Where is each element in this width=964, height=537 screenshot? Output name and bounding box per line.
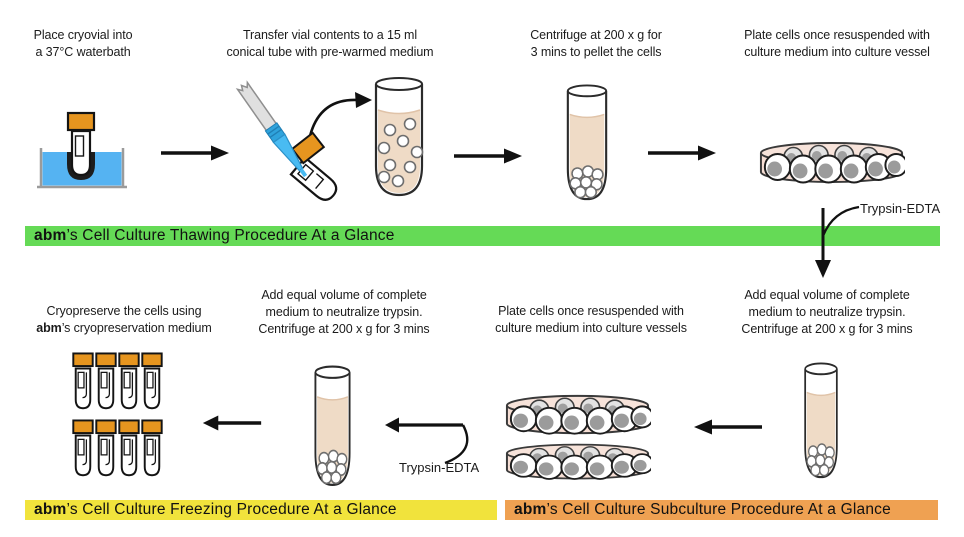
trypsin-edta-label-top: Trypsin-EDTA: [860, 201, 941, 216]
step-line: Place cryovial into: [33, 28, 133, 42]
step-line: Plate cells once resuspended with: [498, 304, 684, 318]
step-line: abm’s cryopreservation medium: [36, 321, 212, 335]
step-text-neutralize-subculture: Add equal volume of complete medium to n…: [716, 287, 938, 338]
centrifuge-tube-icon: [802, 360, 840, 482]
step-text-plate-cells-vessels: Plate cells once resuspended with cultur…: [480, 303, 702, 337]
arrow-left-icon: [693, 417, 763, 437]
arrow-right-icon: [647, 143, 717, 163]
culture-dish-icon: [504, 393, 651, 437]
step-text-neutralize-freezing: Add equal volume of complete medium to n…: [233, 287, 455, 338]
step-text-centrifuge-pellet: Centrifuge at 200 x g for 3 mins to pell…: [486, 27, 706, 61]
pipette-transfer-icon: [235, 77, 424, 201]
step-line: culture medium into culture vessel: [744, 45, 930, 59]
trypsin-arrow-down-icon: [815, 205, 860, 278]
centrifuge-tube-icon: [312, 363, 353, 490]
cryovial-rack-icon: [72, 352, 163, 477]
step-line: Add equal volume of complete: [744, 288, 910, 302]
thawing-banner: abm’s Cell Culture Thawing Procedure At …: [25, 226, 940, 246]
subculture-banner: abm’s Cell Culture Subculture Procedure …: [505, 500, 938, 520]
step-line: Cryopreserve the cells using: [46, 304, 202, 318]
culture-dish-icon: [504, 442, 651, 482]
trypsin-edta-label-bottom: Trypsin-EDTA: [399, 460, 480, 475]
step-text-plate-cells-vessel: Plate cells once resuspended with cultur…: [726, 27, 948, 61]
step-line: 3 mins to pellet the cells: [530, 45, 662, 59]
banner-text: ’s Cell Culture Freezing Procedure At a …: [66, 501, 397, 518]
culture-dish-icon: [758, 140, 905, 186]
brand-name: abm: [34, 227, 67, 244]
step-text-transfer-vial: Transfer vial contents to a 15 ml conica…: [219, 27, 441, 61]
banner-text: ’s Cell Culture Subculture Procedure At …: [546, 501, 891, 518]
brand-name: abm: [514, 501, 547, 518]
centrifuge-tube-icon: [564, 82, 610, 204]
cryovial-waterbath-icon: [37, 111, 127, 189]
brand-name: abm: [34, 501, 67, 518]
step-line: Centrifuge at 200 x g for: [530, 28, 662, 42]
step-line: Add equal volume of complete: [261, 288, 427, 302]
step-line: a 37°C waterbath: [35, 45, 131, 59]
step-line: culture medium into culture vessels: [495, 321, 687, 335]
step-line: medium to neutralize trypsin.: [265, 305, 423, 319]
arrow-right-icon: [160, 143, 230, 163]
arrow-left-icon: [202, 413, 262, 433]
trypsin-arrow-left-icon: [385, 417, 469, 465]
step-line: medium to neutralize trypsin.: [748, 305, 906, 319]
step-text-place-cryovial: Place cryovial into a 37°C waterbath: [13, 27, 153, 61]
step-line: conical tube with pre-warmed medium: [226, 45, 434, 59]
step-line: Centrifuge at 200 x g for 3 mins: [741, 322, 913, 336]
freezing-banner: abm’s Cell Culture Freezing Procedure At…: [25, 500, 497, 520]
step-line: Transfer vial contents to a 15 ml: [242, 28, 418, 42]
step-line: Plate cells once resuspended with: [744, 28, 930, 42]
arrow-right-icon: [453, 146, 523, 166]
banner-text: ’s Cell Culture Thawing Procedure At a G…: [66, 227, 395, 244]
step-line: Centrifuge at 200 x g for 3 mins: [258, 322, 430, 336]
step-text-cryopreserve: Cryopreserve the cells using abm’s cryop…: [23, 303, 225, 337]
